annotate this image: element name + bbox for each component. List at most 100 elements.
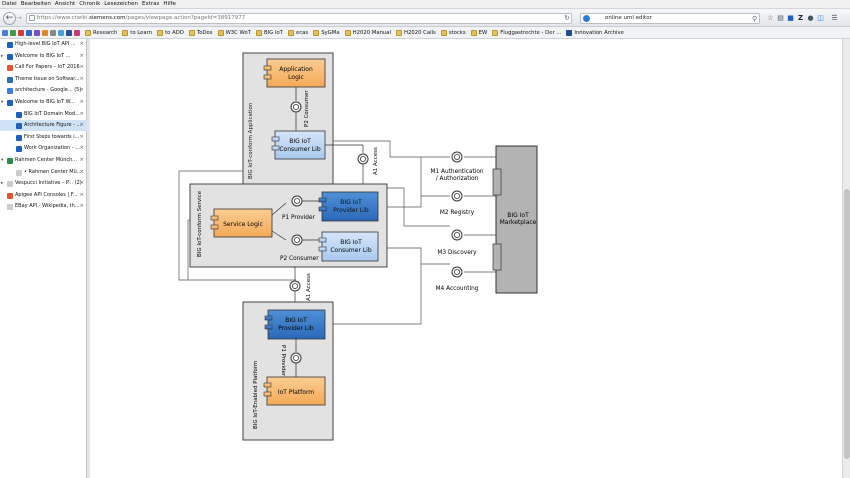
sidebar-tab[interactable]: ▾Welcome to BIG IoT W...× bbox=[0, 97, 87, 108]
close-tab-icon[interactable]: × bbox=[79, 99, 84, 105]
bookmark-icon[interactable] bbox=[34, 29, 40, 36]
addon-icon[interactable]: ■ bbox=[787, 14, 794, 22]
menu-item-ansicht[interactable]: Ansicht bbox=[54, 1, 76, 7]
bookmark-label: Fluggastrechte - Der ... bbox=[500, 29, 562, 36]
sidebar-tab[interactable]: BIG IoT Domain Mod...× bbox=[0, 109, 87, 120]
bookmark-icon[interactable] bbox=[66, 29, 72, 36]
close-tab-icon[interactable]: × bbox=[79, 87, 84, 94]
sidebar-tab[interactable]: ▸Vespucci Initiative – P... (2)× bbox=[0, 178, 87, 189]
bookmark-item[interactable]: Innovation Archive bbox=[566, 29, 624, 36]
forward-icon[interactable]: → bbox=[16, 14, 22, 22]
twisty-icon[interactable]: ▾ bbox=[1, 158, 4, 163]
close-tab-icon[interactable]: × bbox=[79, 157, 84, 163]
search-engine-icon[interactable] bbox=[583, 15, 590, 22]
sidebar-tab[interactable]: High-level BIG IoT API ...× bbox=[0, 39, 87, 50]
bookmark-label: ToDos bbox=[196, 29, 213, 36]
tab-label: • Rahmen Center Mü... bbox=[24, 168, 82, 175]
close-tab-icon[interactable]: × bbox=[79, 52, 84, 59]
bookmark-item[interactable]: ecas bbox=[288, 29, 308, 36]
bookmarks-toolbar: Research to Learn to ADD ToDos W3C WoT BIG Io… bbox=[0, 27, 850, 39]
search-input[interactable]: online uml editor bbox=[580, 13, 760, 24]
bookmark-label: Innovation Archive bbox=[574, 29, 624, 36]
close-tab-icon[interactable]: × bbox=[79, 122, 84, 129]
architecture-diagram: BIG IoT-conform Application Application … bbox=[178, 52, 538, 441]
close-tab-icon[interactable]: × bbox=[79, 75, 84, 82]
sidebar-tab[interactable]: Apigee API Consoles | F...× bbox=[0, 190, 87, 201]
sidebar-tab[interactable]: EBay API - Wikipedia, th...× bbox=[0, 201, 87, 212]
back-button[interactable]: ← bbox=[3, 12, 16, 25]
provider-lib-platform-label-2: Provider Lib bbox=[278, 325, 314, 332]
url-bar[interactable]: https://www.ctwiki.siemens.com/pages/vie… bbox=[26, 13, 572, 24]
bookmark-item[interactable]: Fluggastrechte - Der ... bbox=[492, 29, 562, 36]
bookmark-icon[interactable] bbox=[2, 29, 8, 36]
sidebar-tab[interactable]: ▾Rahmen Center Münch...× bbox=[0, 155, 87, 166]
menu-item-chronik[interactable]: Chronik bbox=[79, 1, 101, 7]
sidebar-tab[interactable]: ▸Welcome to BIG IoT ...× bbox=[0, 51, 87, 62]
site-info-icon[interactable] bbox=[29, 15, 35, 21]
bookmark-item[interactable]: Research bbox=[85, 29, 117, 36]
platform-container-label: BIG IoT-Enabled Platform bbox=[253, 361, 259, 429]
folder-icon bbox=[188, 29, 195, 36]
sync-icon[interactable]: ◫ bbox=[817, 14, 824, 22]
hamburger-menu-icon[interactable]: ☰ bbox=[831, 14, 838, 22]
sidebar-tab[interactable]: architecture - Google... (5)× bbox=[0, 85, 87, 96]
twisty-icon[interactable]: ▸ bbox=[1, 53, 4, 59]
search-icon[interactable]: ⚲ bbox=[752, 15, 758, 23]
bookmark-item[interactable]: EW bbox=[470, 29, 487, 36]
bookmarks-menu-icon[interactable]: ▤ bbox=[777, 14, 784, 22]
bookmark-icon[interactable] bbox=[10, 29, 16, 36]
close-tab-icon[interactable]: × bbox=[79, 180, 84, 187]
zotero-icon[interactable]: Z bbox=[797, 14, 804, 22]
iot-platform-component bbox=[266, 376, 326, 406]
url-prefix: https://www.ctwiki. bbox=[37, 15, 90, 21]
tab-sidebar: High-level BIG IoT API ...×▸Welcome to B… bbox=[0, 39, 87, 478]
close-tab-icon[interactable]: × bbox=[79, 168, 84, 175]
close-tab-icon[interactable]: × bbox=[79, 145, 84, 152]
folder-icon bbox=[85, 29, 91, 36]
bookmark-icon[interactable] bbox=[74, 29, 80, 36]
vertical-scrollbar[interactable] bbox=[842, 39, 850, 478]
reload-icon[interactable]: ↻ bbox=[564, 14, 570, 22]
bookmark-star-icon[interactable]: ☆ bbox=[767, 14, 774, 22]
bookmark-item[interactable]: BIG IoT bbox=[255, 29, 283, 36]
menu-item-bearbeiten[interactable]: Bearbeiten bbox=[20, 1, 51, 7]
menu-item-datei[interactable]: Datei bbox=[2, 1, 17, 7]
application-logic-label-2: Logic bbox=[288, 74, 304, 81]
bookmark-item[interactable]: ToDos bbox=[188, 29, 213, 36]
scrollbar-thumb[interactable] bbox=[844, 189, 850, 459]
close-tab-icon[interactable]: × bbox=[79, 41, 84, 47]
sidebar-tab[interactable]: Call For Papers – IoT 2016× bbox=[0, 62, 87, 73]
menu-item-hilfe[interactable]: Hilfe bbox=[163, 1, 176, 7]
bookmark-icon[interactable] bbox=[50, 29, 56, 36]
lastpass-icon[interactable]: ● bbox=[807, 14, 814, 22]
bookmark-item[interactable]: to Learn bbox=[122, 29, 152, 36]
sidebar-tab[interactable]: Theme Issue on Softwar...× bbox=[0, 74, 87, 85]
menu-item-lesezeichen[interactable]: Lesezeichen bbox=[104, 1, 139, 7]
bookmark-item[interactable]: H2020 Manual bbox=[344, 29, 391, 36]
sidebar-tab[interactable]: Work Organization - ...× bbox=[0, 143, 87, 154]
close-tab-icon[interactable]: × bbox=[79, 110, 84, 117]
bookmark-icon[interactable] bbox=[58, 29, 64, 36]
bookmark-icon[interactable] bbox=[26, 29, 32, 36]
bookmark-icon[interactable] bbox=[42, 29, 48, 36]
sidebar-tab[interactable]: First Steps towards i...× bbox=[0, 132, 87, 143]
bookmark-item[interactable]: SyGMa bbox=[313, 29, 340, 36]
bookmark-item[interactable]: to ADD bbox=[157, 29, 184, 36]
close-tab-icon[interactable]: × bbox=[79, 191, 84, 198]
sidebar-splitter[interactable] bbox=[87, 39, 90, 478]
close-tab-icon[interactable]: × bbox=[79, 203, 84, 210]
bookmark-item[interactable]: stocks bbox=[440, 29, 466, 36]
bookmark-item[interactable]: W3C WoT bbox=[217, 29, 251, 36]
bookmark-item[interactable]: H2020 Calls bbox=[396, 29, 436, 36]
sidebar-tab[interactable]: Architecture Figure - ...× bbox=[0, 120, 87, 132]
connector-lines bbox=[178, 140, 496, 325]
close-tab-icon[interactable]: × bbox=[79, 133, 84, 140]
menu-item-extras[interactable]: Extras bbox=[142, 1, 160, 7]
twisty-icon[interactable]: ▸ bbox=[1, 181, 4, 187]
close-tab-icon[interactable]: × bbox=[79, 64, 84, 71]
twisty-icon[interactable]: ▾ bbox=[1, 100, 4, 105]
tab-label: High-level BIG IoT API ... bbox=[15, 41, 76, 47]
folder-icon bbox=[344, 29, 351, 36]
bookmark-icon[interactable] bbox=[18, 29, 24, 36]
sidebar-tab[interactable]: • Rahmen Center Mü...× bbox=[0, 167, 87, 178]
